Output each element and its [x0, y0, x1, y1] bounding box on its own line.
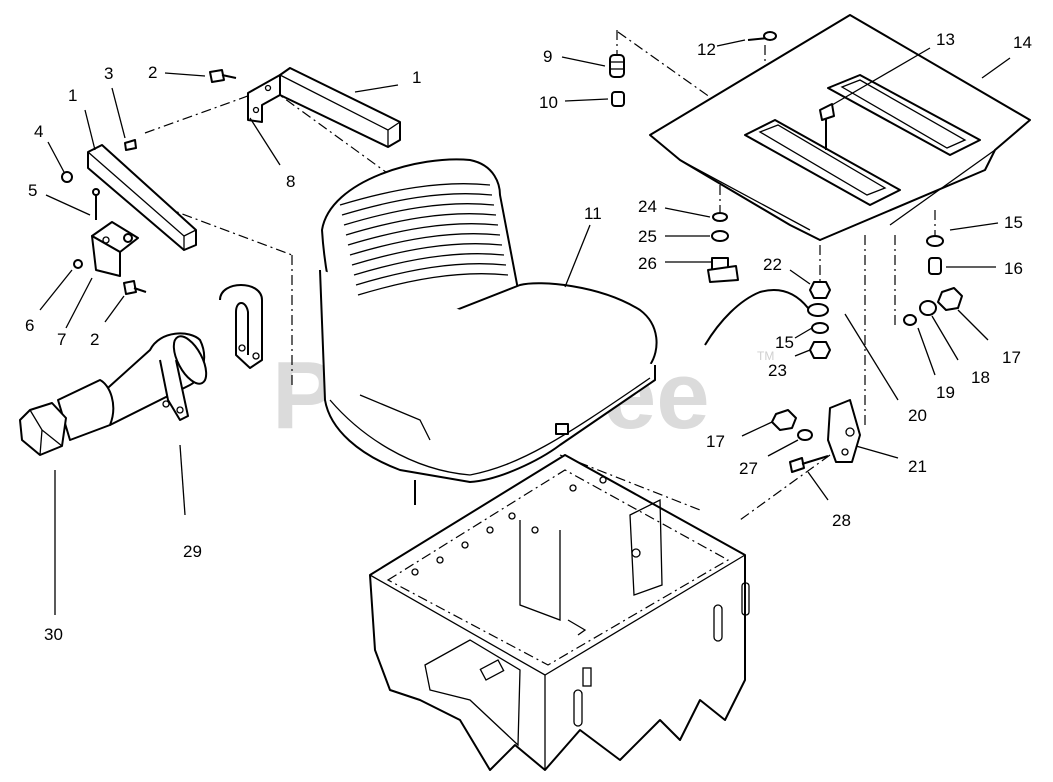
- callout-8: 8: [286, 172, 295, 191]
- pin-12: [747, 31, 777, 41]
- callout-labels: 1 1 2 2 3 4 5 6 7 8 9 10 11 12 13 14 15 …: [25, 30, 1032, 644]
- callout-16: 16: [1004, 259, 1023, 278]
- bolt-10: [611, 91, 625, 107]
- callout-15-right: 15: [1004, 213, 1023, 232]
- callout-20: 20: [908, 406, 927, 425]
- callout-7: 7: [57, 330, 66, 349]
- washer-27: [797, 429, 813, 441]
- callout-1-left: 1: [68, 86, 77, 105]
- seat-back-ribs: [339, 183, 509, 296]
- callout-9: 9: [543, 47, 552, 66]
- spacer-15-upper: [926, 235, 944, 247]
- callout-19: 19: [936, 383, 955, 402]
- nut-17-lower: [771, 409, 797, 431]
- clamp: [219, 284, 263, 369]
- callout-15-center: 15: [775, 333, 794, 352]
- callout-18: 18: [971, 368, 990, 387]
- spacer-25: [711, 230, 729, 242]
- frame-base: [369, 454, 750, 771]
- armrest-right: [247, 67, 401, 148]
- callout-5: 5: [28, 181, 37, 200]
- washer-15-lower: [811, 322, 829, 334]
- cylinder-assembly: [19, 332, 208, 456]
- watermark-trademark: TM: [757, 349, 774, 363]
- wire-harness-20: [704, 289, 829, 346]
- screw-5: [92, 188, 100, 220]
- callout-2-top: 2: [148, 63, 157, 82]
- callout-2-left: 2: [90, 330, 99, 349]
- washer-24: [712, 212, 728, 222]
- switch-26: [707, 257, 739, 283]
- nut-22: [809, 281, 831, 299]
- callout-12: 12: [697, 40, 716, 59]
- callout-4: 4: [34, 122, 43, 141]
- nut-4: [61, 171, 73, 183]
- callout-13: 13: [936, 30, 955, 49]
- bolt-16: [928, 257, 942, 275]
- washer-19: [903, 314, 917, 326]
- callout-29: 29: [183, 542, 202, 561]
- bracket-21: [827, 399, 861, 463]
- bolt-28: [789, 455, 829, 473]
- callout-10: 10: [539, 93, 558, 112]
- spring-9: [609, 54, 625, 78]
- callout-22: 22: [763, 255, 782, 274]
- armrest-left: [73, 144, 197, 277]
- callout-28: 28: [832, 511, 851, 530]
- callout-27: 27: [739, 459, 758, 478]
- screw-2-top: [209, 69, 237, 83]
- callout-26: 26: [638, 254, 657, 273]
- nut-17-right: [937, 287, 963, 311]
- callout-30: 30: [44, 625, 63, 644]
- callout-24: 24: [638, 197, 657, 216]
- callout-11: 11: [584, 204, 602, 223]
- leader-lines: [39, 39, 1011, 615]
- callout-1-top: 1: [412, 68, 421, 87]
- callout-3: 3: [104, 64, 113, 83]
- seat: [319, 158, 658, 505]
- screw-3: [124, 139, 137, 151]
- nut-23: [809, 341, 831, 359]
- screw-2-left: [123, 280, 147, 295]
- washer-18: [919, 300, 937, 316]
- callout-14: 14: [1013, 33, 1032, 52]
- callout-17-right: 17: [1002, 348, 1021, 367]
- callout-6: 6: [25, 316, 34, 335]
- callout-23: 23: [768, 361, 787, 380]
- callout-17-lower: 17: [706, 432, 725, 451]
- callout-21: 21: [908, 457, 927, 476]
- callout-25: 25: [638, 227, 657, 246]
- seat-mount-plate: [649, 14, 1031, 241]
